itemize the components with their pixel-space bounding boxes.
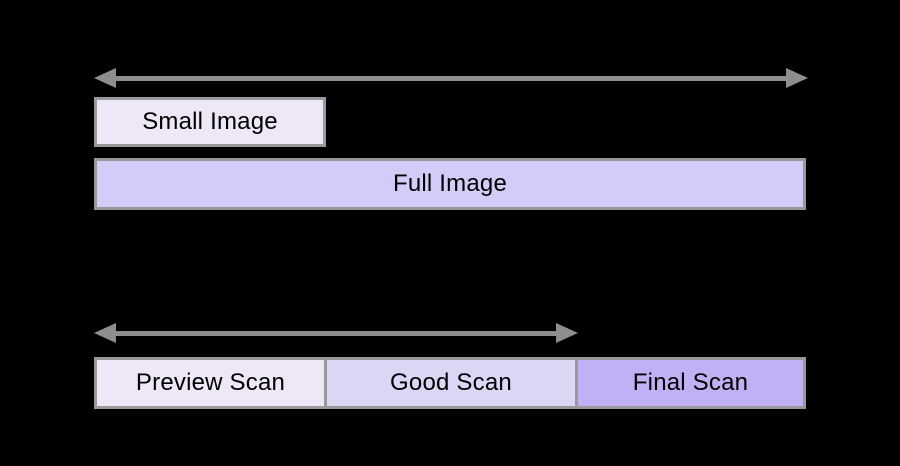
preview-scan-segment: Preview Scan xyxy=(97,360,324,406)
arrow-shaft xyxy=(115,330,557,336)
full-image-box: Full Image xyxy=(94,158,806,210)
full-image-extent-arrow xyxy=(94,68,808,88)
arrow-shaft xyxy=(115,75,787,81)
full-image-label: Full Image xyxy=(392,170,508,197)
arrow-right-head-icon xyxy=(556,323,578,343)
scan-extent-arrow xyxy=(94,323,578,343)
preview-scan-label: Preview Scan xyxy=(135,369,286,396)
final-scan-label: Final Scan xyxy=(632,369,749,396)
arrow-left-head-icon xyxy=(94,68,116,88)
small-image-label: Small Image xyxy=(142,108,278,135)
small-image-box: Small Image xyxy=(94,97,326,147)
arrow-left-head-icon xyxy=(94,323,116,343)
good-scan-segment: Good Scan xyxy=(324,360,575,406)
arrow-right-head-icon xyxy=(786,68,808,88)
scan-row: Preview Scan Good Scan Final Scan xyxy=(94,357,806,409)
final-scan-segment: Final Scan xyxy=(575,360,803,406)
good-scan-label: Good Scan xyxy=(390,369,512,396)
